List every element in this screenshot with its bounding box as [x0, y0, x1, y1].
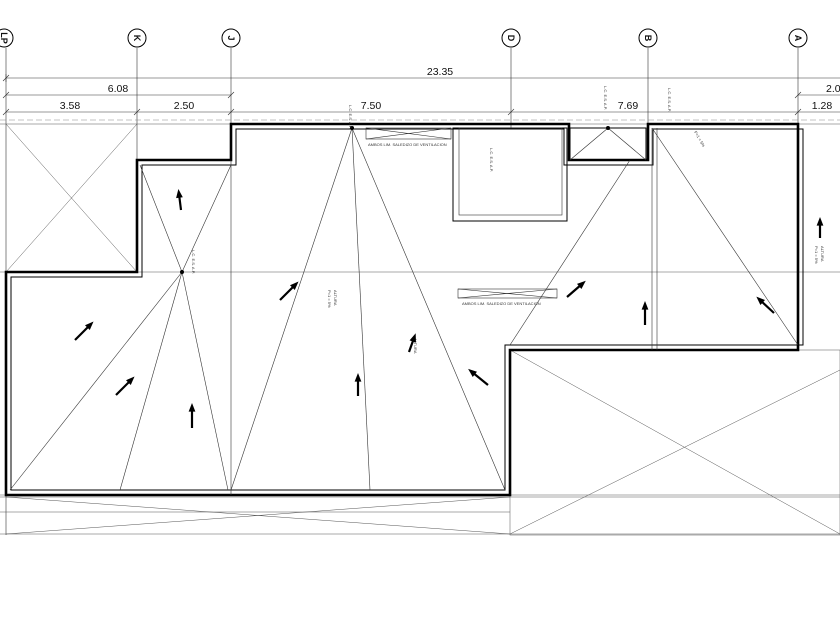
note-ridge: L.C. E.S. A.P.: [489, 148, 494, 172]
dim-segment: 7.50: [361, 100, 382, 112]
axis-bubble-lp: LP: [0, 28, 14, 48]
note-skylight: AMBOS LIM. SALEDIZO DE VENTILACION: [368, 142, 447, 147]
svg-text:K: K: [132, 35, 142, 42]
slope-arrow: [468, 368, 489, 386]
vent-middle: [457, 288, 558, 299]
lower-right-void: [509, 349, 840, 536]
note-ridge: L.C. E.S. A.P.: [348, 105, 353, 129]
slope-arrow: [354, 373, 362, 396]
axis-bubble-b: B: [638, 28, 658, 48]
roof-slopes: [9, 127, 799, 495]
annotations: L.C. E.S. A.P. L.C. E.S. A.P. L.C. E.S. …: [191, 86, 825, 354]
note-ridge: L.C. E.S. A.P.: [603, 86, 608, 110]
svg-text:A: A: [793, 35, 803, 42]
dimension-lines: [2, 74, 840, 116]
slope-arrow: [566, 280, 586, 298]
dim-segment: 1.28: [812, 100, 833, 112]
svg-text:B: B: [643, 35, 653, 42]
note-ridge: L.C. E.S. A.P.: [191, 250, 196, 274]
slope-arrow: [115, 376, 135, 396]
note-altura: ALTURA: [820, 246, 825, 262]
slope-arrow: [641, 301, 649, 325]
axis-bubbles: LP K J D B A: [0, 28, 808, 48]
axis-bubble-j: J: [221, 28, 241, 48]
skylight-central: [452, 127, 568, 222]
dim-segment: 7.69: [618, 100, 639, 112]
slope-arrow: [74, 321, 94, 341]
note-pendiente: P=1 = 5%: [327, 290, 332, 308]
slope-arrow: [407, 333, 416, 353]
dim-overall: 23.35: [427, 66, 453, 78]
dim-segment: 3.58: [60, 100, 81, 112]
axis-bubble-k: K: [127, 28, 147, 48]
dim-sub-right: 2.0: [826, 83, 840, 95]
left-void: [5, 123, 138, 273]
note-altura: ALTURA: [413, 338, 418, 354]
slope-arrow: [279, 281, 299, 301]
slope-arrow: [816, 217, 824, 238]
slope-arrow: [756, 296, 775, 314]
skylight-small: [569, 127, 647, 161]
svg-text:LP: LP: [0, 32, 9, 44]
note-ridge: L.C. E.S. A.P.: [667, 88, 672, 112]
note-altura: ALTURA: [333, 290, 338, 306]
svg-text:D: D: [506, 35, 516, 42]
svg-text:J: J: [226, 35, 236, 40]
note-skylight: AMBOS LIM. SALEDIZO DE VENTILACION: [462, 301, 541, 306]
axis-bubble-d: D: [501, 28, 521, 48]
dim-segment: 2.50: [174, 100, 195, 112]
bottom-eave: [5, 496, 511, 535]
axis-bubble-a: A: [788, 28, 808, 48]
note-pendiente: P=1 = 5%: [814, 246, 819, 264]
axis-grid-lines: [5, 48, 799, 535]
note-pendiente: P=1 = 5%: [693, 130, 706, 148]
slope-arrows: [74, 189, 824, 428]
roof-outline: [4, 122, 804, 497]
dimension-labels: 23.35 6.08 2.0 3.58 2.50 7.50 7.69 1.28: [60, 66, 840, 112]
reference-lines: [0, 119, 840, 535]
slope-arrow: [188, 403, 196, 428]
dim-sub-left: 6.08: [108, 83, 129, 95]
vent-top: [365, 127, 452, 140]
slope-arrow: [176, 189, 183, 211]
ridge-markers: [180, 126, 610, 274]
